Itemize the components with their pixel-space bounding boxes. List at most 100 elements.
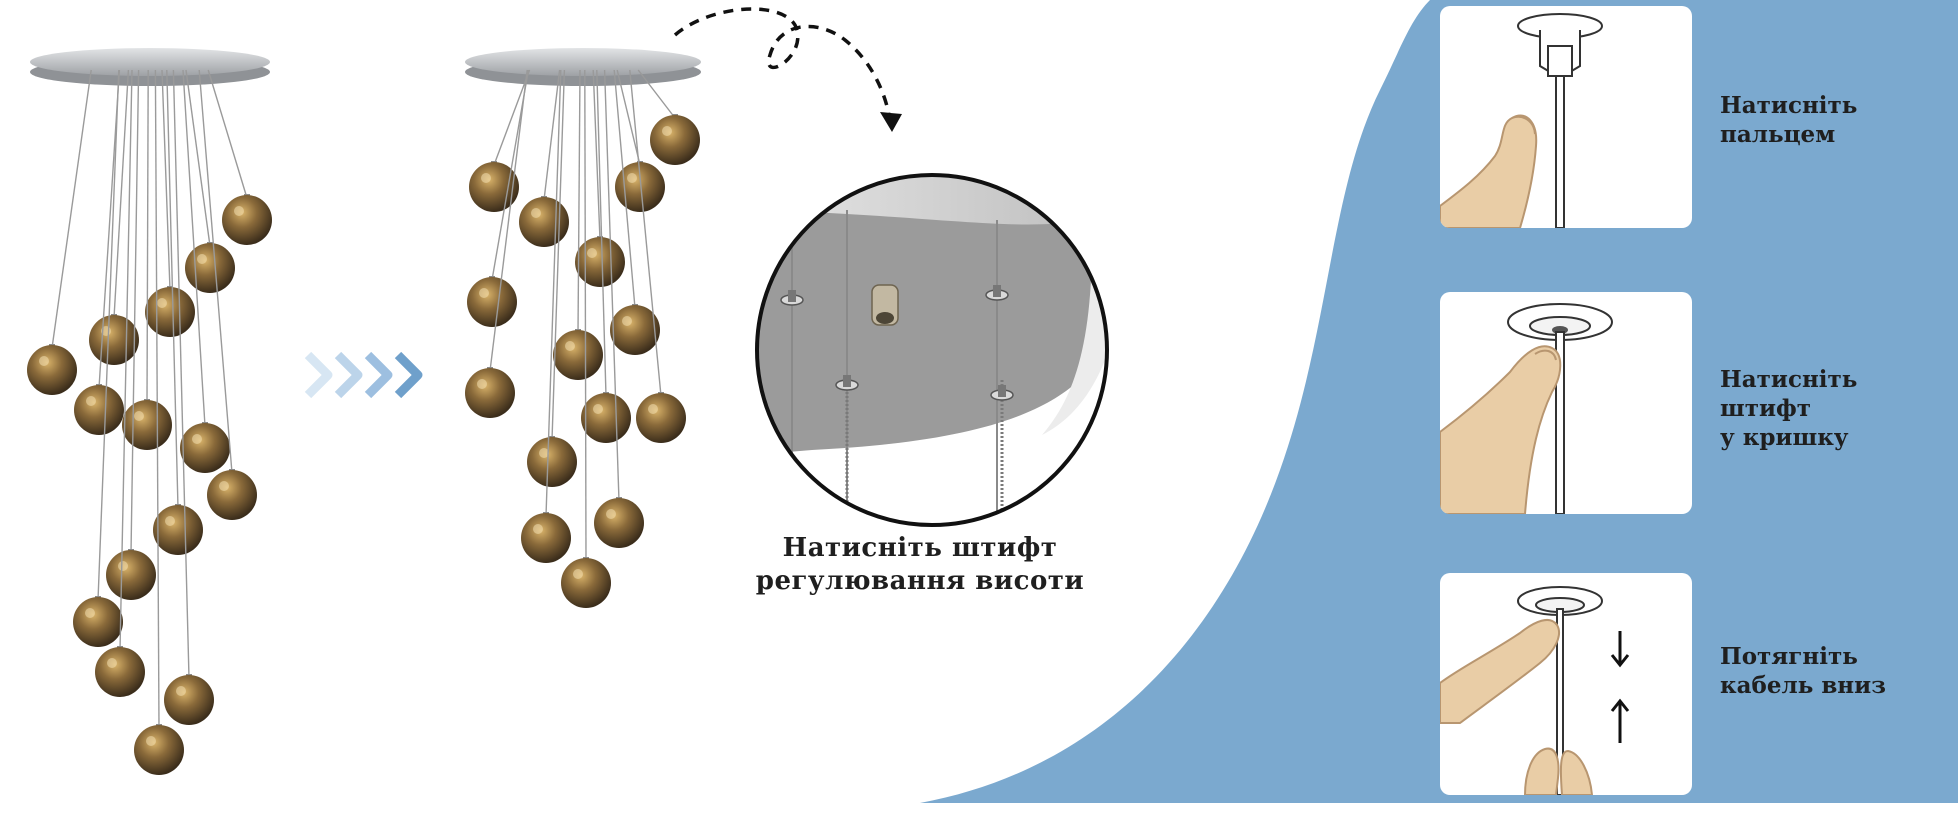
- globe-highlight: [539, 448, 549, 458]
- chandelier-adjusted-illustration: [465, 48, 701, 608]
- step-label-1: Натисніть пальцем: [1720, 92, 1950, 150]
- glass-globe: [164, 675, 214, 725]
- chevron-arrows-icon: [304, 351, 423, 399]
- glass-globe: [521, 513, 571, 563]
- cable-pull-icon: [1440, 586, 1630, 795]
- globe-highlight: [481, 173, 491, 183]
- step-3-line2: кабель вниз: [1720, 671, 1886, 699]
- glass-globe: [95, 647, 145, 697]
- suspension-wire: [97, 69, 120, 601]
- globe-highlight: [648, 404, 658, 414]
- glass-globe: [519, 197, 569, 247]
- chandelier-spiral-illustration: [27, 48, 272, 775]
- step-1-line2: пальцем: [1720, 120, 1836, 148]
- suspension-wire: [613, 69, 636, 309]
- blue-wave-panel: [920, 0, 1958, 803]
- center-caption-line2: регулювання висоти: [755, 565, 1085, 596]
- step-2-line2: у кришку: [1720, 423, 1849, 451]
- suspension-wire: [146, 69, 149, 404]
- globe-highlight: [197, 254, 207, 264]
- globe-highlight: [146, 736, 156, 746]
- suspension-wire: [577, 69, 581, 334]
- suspension-wire: [185, 69, 211, 247]
- step-card-3: [1440, 573, 1692, 795]
- globe-highlight: [39, 356, 49, 366]
- globe-highlight: [606, 509, 616, 519]
- step-2-line1: Натисніть штифт: [1720, 366, 1858, 422]
- globe-highlight: [234, 206, 244, 216]
- suspension-wire: [543, 69, 561, 201]
- step-label-2: Натисніть штифт у кришку: [1720, 366, 1950, 452]
- suspension-wire: [51, 69, 92, 349]
- globe-highlight: [622, 316, 632, 326]
- glass-globe: [153, 505, 203, 555]
- suspension-wire: [161, 69, 171, 291]
- canopy-plate: [465, 48, 701, 76]
- suspension-wire: [592, 69, 601, 241]
- globe-highlight: [531, 208, 541, 218]
- glass-globe: [122, 400, 172, 450]
- suspension-wire: [154, 69, 160, 729]
- globe-highlight: [627, 173, 637, 183]
- suspension-wire: [551, 69, 566, 441]
- glass-globe: [594, 498, 644, 548]
- glass-globe: [615, 162, 665, 212]
- glass-globe: [134, 725, 184, 775]
- step-card-1: [1440, 6, 1692, 228]
- dashed-curved-arrow-icon: [673, 7, 902, 132]
- glass-globe: [145, 287, 195, 337]
- glass-globe: [575, 237, 625, 287]
- glass-globe: [467, 277, 517, 327]
- glass-globe: [73, 597, 123, 647]
- globe-highlight: [134, 411, 144, 421]
- globe-highlight: [118, 561, 128, 571]
- globe-highlight: [533, 524, 543, 534]
- suspension-wire: [603, 69, 620, 502]
- suspension-wire: [172, 69, 190, 679]
- globe-highlight: [593, 404, 603, 414]
- suspension-wire: [198, 69, 233, 474]
- suspension-wire: [493, 69, 531, 166]
- step-1-line1: Натисніть: [1720, 92, 1858, 119]
- suspension-wire: [545, 69, 562, 517]
- canopy-plate: [30, 48, 270, 76]
- product-infographic: Натисніть штифт регулювання висоти Натис…: [27, 0, 1958, 803]
- globe-highlight: [85, 608, 95, 618]
- globe-highlight: [477, 379, 487, 389]
- glass-globe: [553, 330, 603, 380]
- glass-globe: [89, 315, 139, 365]
- magnified-detail-circle: [755, 173, 1109, 527]
- globe-highlight: [192, 434, 202, 444]
- glass-globe: [581, 393, 631, 443]
- center-caption-line1: Натисніть штифт: [782, 533, 1058, 563]
- step-label-3: Потягніть кабель вниз: [1720, 643, 1950, 701]
- suspension-wire: [130, 69, 140, 554]
- globe-highlight: [107, 658, 117, 668]
- globe-highlight: [479, 288, 489, 298]
- globe-highlight: [176, 686, 186, 696]
- center-caption: Натисніть штифт регулювання висоти: [740, 532, 1100, 597]
- glass-globe: [527, 437, 577, 487]
- glass-globe: [610, 305, 660, 355]
- globe-highlight: [165, 516, 175, 526]
- suspension-wire: [207, 69, 248, 199]
- suspension-wire: [637, 69, 676, 119]
- globe-highlight: [86, 396, 96, 406]
- suspension-wire: [596, 69, 607, 397]
- step-3-line1: Потягніть: [1720, 643, 1858, 670]
- glass-globe: [27, 345, 77, 395]
- glass-globe: [74, 385, 124, 435]
- suspension-wire: [584, 69, 587, 562]
- suspension-wire: [166, 69, 179, 509]
- globe-highlight: [662, 126, 672, 136]
- glass-globe: [465, 368, 515, 418]
- globe-highlight: [219, 481, 229, 491]
- suspension-wire: [182, 69, 206, 427]
- globe-highlight: [587, 248, 597, 258]
- glass-globe: [636, 393, 686, 443]
- suspension-wire: [113, 69, 130, 319]
- glass-globe: [180, 423, 230, 473]
- glass-globe: [207, 470, 257, 520]
- suspension-wire: [489, 69, 528, 372]
- glass-globe: [106, 550, 156, 600]
